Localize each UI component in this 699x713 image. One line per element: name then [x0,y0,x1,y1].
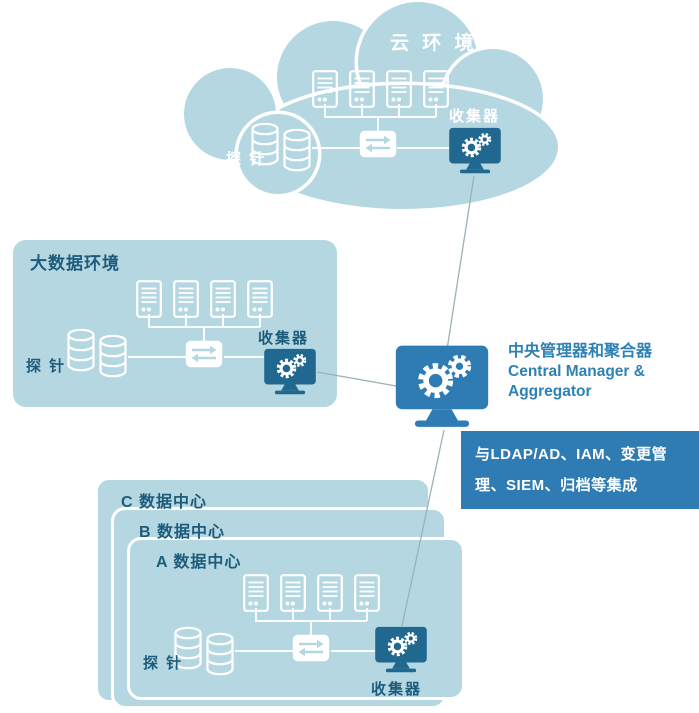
connector-line [128,356,186,358]
connector-line [292,608,294,621]
server-icon [312,70,338,108]
bigdata-panel [10,237,340,410]
connector-line [259,314,261,327]
cloud-title: 云 环 境 [390,33,478,54]
database-icon [205,632,235,676]
connector-line [397,147,449,149]
network-switch-icon [359,130,397,158]
connector-line [329,608,331,621]
connector-line [324,104,326,117]
connector-line [361,104,363,117]
datacenter-probe-label: 探 针 [143,655,184,672]
connector-line [185,314,187,327]
central-title-en-line2: Aggregator [508,383,592,400]
datacenter-b-title: B 数据中心 [139,524,226,541]
central-title-en-line1: Central Manager & [508,363,645,380]
network-switch-icon [185,340,223,368]
network-switch-icon [292,634,330,662]
database-icon [98,334,128,378]
connector-line [331,650,375,652]
server-icon [247,280,273,318]
central-manager-label: 中央管理器和聚合器 Central Manager & Aggregator [508,342,652,402]
cloud-collector-label: 收集器 [449,108,501,125]
connector-line [224,356,264,358]
connector-line [203,327,205,341]
integration-text: 与LDAP/AD、IAM、变更管理、SIEM、归档等集成 [475,446,668,494]
collector-monitor-icon [374,626,428,674]
database-icon [66,328,96,372]
bigdata-probe-label: 探 针 [26,358,67,375]
server-icon [210,280,236,318]
server-icon [173,280,199,318]
bigdata-collector-label: 收集器 [258,330,310,347]
server-icon [243,574,269,612]
datacenter-a-title: A 数据中心 [156,554,242,571]
collector-monitor-icon [263,348,317,396]
bigdata-title: 大数据环境 [30,254,120,273]
connector-line [324,116,436,118]
connector-line [255,620,367,622]
server-icon [386,70,412,108]
central-title-cn: 中央管理器和聚合器 [508,343,653,360]
connector-line [366,608,368,621]
datacenter-collector-label: 收集器 [371,681,423,698]
server-icon [354,574,380,612]
database-icon [282,128,312,172]
connector-line [398,104,400,117]
connector-line [148,314,150,327]
cloud-probe-label: 探 针 [226,151,267,168]
server-icon [317,574,343,612]
server-icon [136,280,162,318]
connector-line [255,608,257,621]
connector-line [377,117,379,131]
server-icon [280,574,306,612]
server-icon [423,70,449,108]
collector-monitor-icon [448,127,502,175]
connector-line [148,326,260,328]
connector-line [310,621,312,635]
connector-line [235,650,293,652]
central-manager-monitor-icon [394,344,490,430]
server-icon [349,70,375,108]
connector-line [312,147,360,149]
datacenter-c-title: C 数据中心 [121,494,208,511]
connector-line [435,104,437,117]
connector-line [222,314,224,327]
cloud-shape [180,2,562,213]
integration-note: 与LDAP/AD、IAM、变更管理、SIEM、归档等集成 [461,431,699,509]
